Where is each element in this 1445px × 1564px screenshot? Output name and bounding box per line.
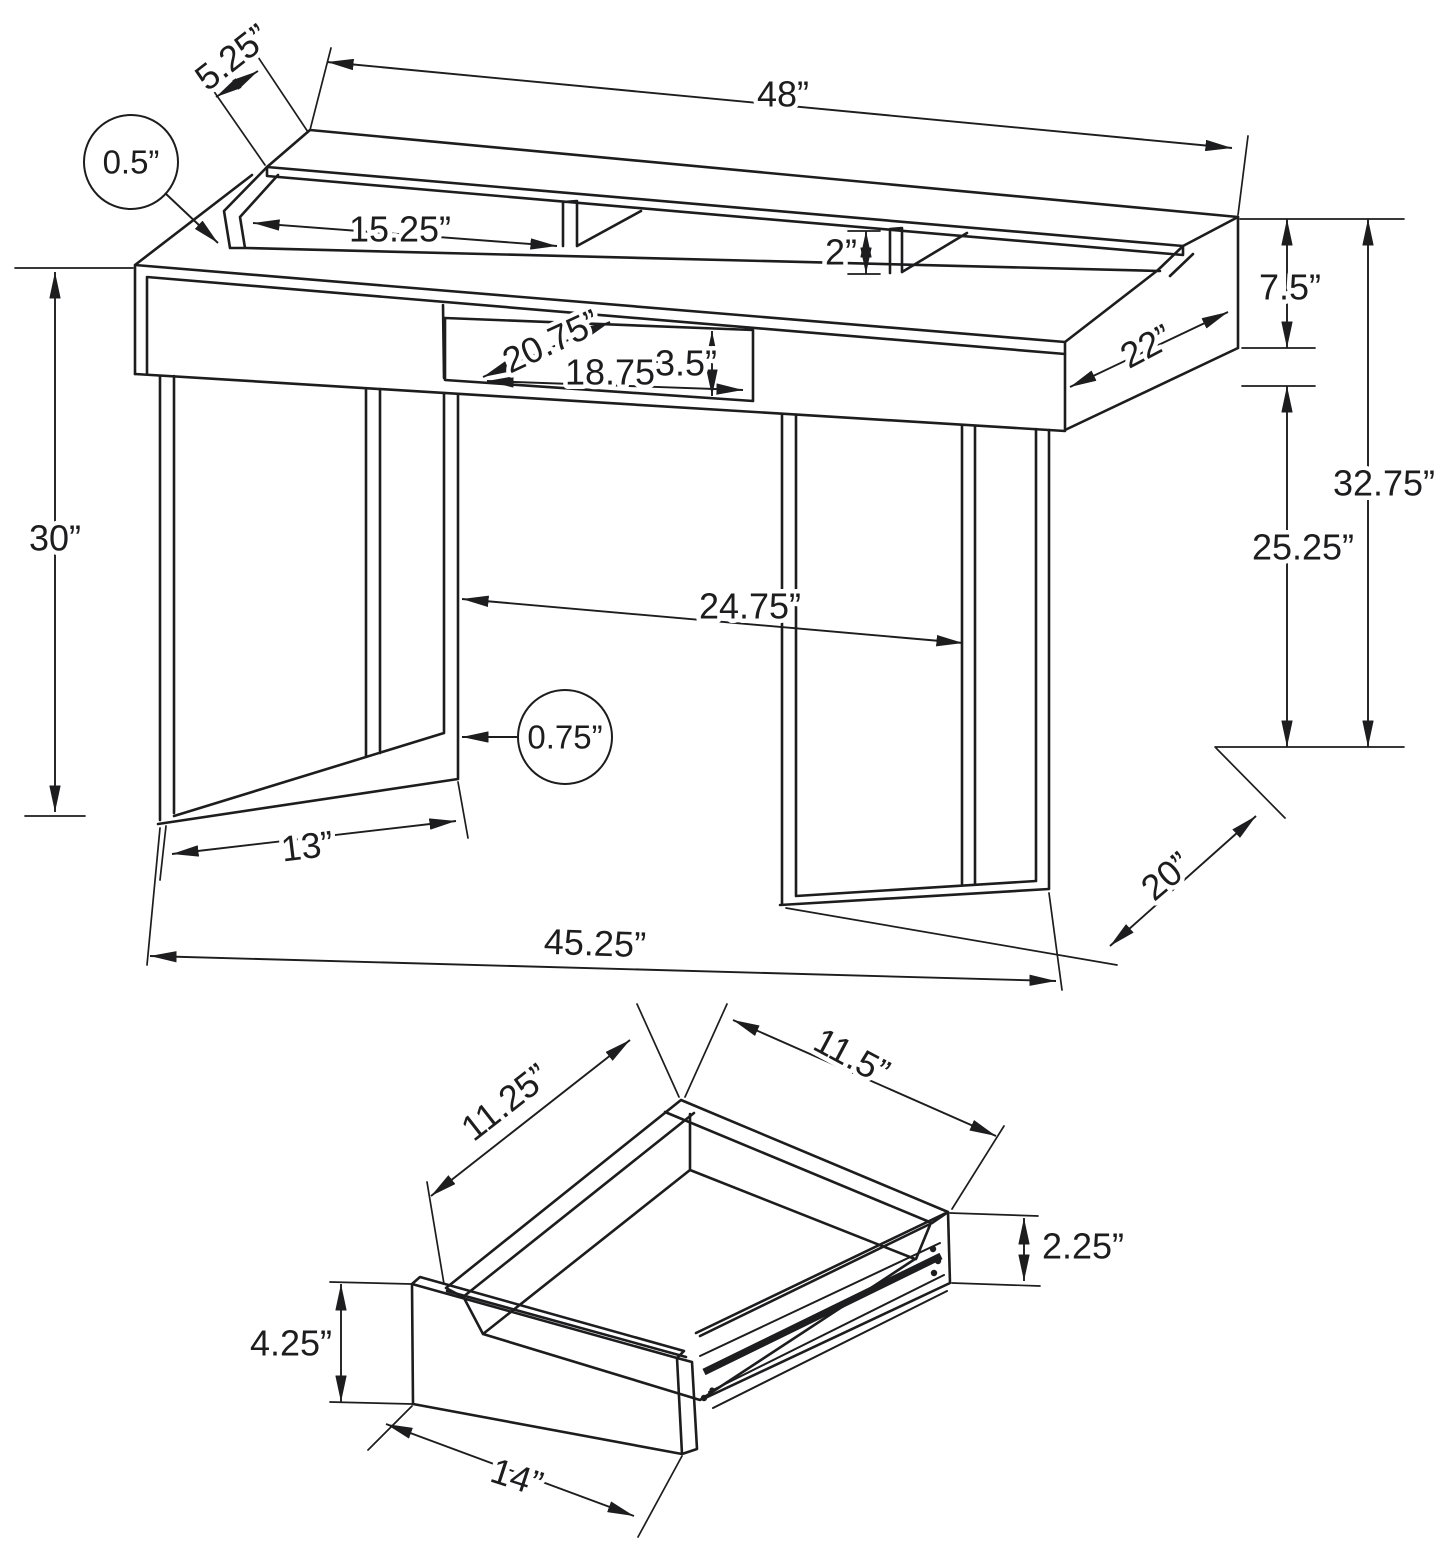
- rail-handle-slot: [807, 1303, 841, 1323]
- label-opening-width: 18.75”: [565, 352, 667, 393]
- dim-opening-width: [486, 376, 744, 395]
- dim-front-width: [385, 1423, 635, 1517]
- dim-leg-base-depth: [1109, 815, 1257, 947]
- desk-dimension-labels: 5.25” 0.5” 48” 15.25” 2” 7.5” 22” 32.75”…: [24, 11, 1439, 970]
- label-shelf-section-width: 15.25”: [349, 209, 451, 250]
- desk-structure: [133, 128, 1240, 907]
- dim-desk-depth: [1069, 311, 1229, 388]
- hutch-right-support: [1156, 244, 1195, 278]
- dim-hutch-depth: [215, 70, 259, 98]
- apron-and-drawer-fronts: [133, 215, 1240, 433]
- label-desk-depth: 22”: [1113, 316, 1178, 377]
- label-hutch-face-height: 7.5”: [1259, 267, 1321, 308]
- label-leg-span: 24.75”: [699, 586, 801, 627]
- callout-circle-shelf-thickness: [83, 114, 179, 210]
- label-leg-base-depth: 20”: [1133, 844, 1199, 909]
- label-interior-width: 11.25”: [453, 1055, 557, 1149]
- drawer-front-panel: [410, 1275, 699, 1456]
- drawer-view: 11.25” 11.5” 4.25” 2.25” 14”: [245, 1003, 1129, 1538]
- label-front-width: 14”: [486, 1449, 548, 1504]
- hutch-left-support: [222, 165, 280, 250]
- label-underside-clearance: 25.25”: [1252, 527, 1354, 568]
- dim-shelf-section: [252, 219, 558, 250]
- label-desktop-height: 30”: [29, 518, 81, 559]
- label-opening-height: 3.5”: [655, 343, 717, 384]
- desktop-surface: [133, 173, 1160, 376]
- label-shelf-thickness: 0.5”: [103, 144, 160, 181]
- callout-circle-leg-thickness: [517, 689, 613, 785]
- label-interior-depth: 11.5”: [807, 1019, 896, 1092]
- dim-interior-depth: [732, 1019, 997, 1137]
- rail-screw: [709, 1387, 715, 1393]
- label-front-height: 4.25”: [250, 1323, 332, 1364]
- desk-dimension-lines: [49, 58, 1374, 986]
- drawer-dimension-lines: [335, 1019, 1030, 1517]
- drawer-structure: [410, 1098, 952, 1456]
- label-base-width: 45.25”: [543, 921, 646, 966]
- dim-overall-width: [326, 58, 1233, 152]
- rail-screw: [929, 1245, 937, 1253]
- label-leg-foot-depth: 13”: [279, 822, 336, 869]
- dim-opening-diagonal: [482, 321, 611, 378]
- drawer-side-walls: [444, 1098, 952, 1401]
- label-side-height: 2.25”: [1042, 1226, 1124, 1267]
- label-overall-width: 48”: [757, 74, 809, 115]
- rail-screw: [700, 1394, 708, 1402]
- leader-shelf-thickness: [164, 192, 219, 244]
- rail-screw: [934, 1257, 942, 1265]
- drawer-interior-bottom: [462, 1112, 932, 1402]
- label-overall-height: 32.75”: [1333, 463, 1435, 504]
- rail-screw: [930, 1269, 938, 1277]
- dim-leg-span: [461, 595, 964, 647]
- dim-base-width: [149, 951, 1057, 986]
- drawer-slide-rail: [699, 1242, 948, 1409]
- desk-view: 5.25” 0.5” 48” 15.25” 2” 7.5” 22” 32.75”…: [14, 11, 1440, 991]
- right-sled-leg: [778, 412, 1051, 907]
- label-leg-tube-thickness: 0.75”: [527, 719, 602, 756]
- dim-leg-foot-depth: [171, 818, 457, 857]
- desk-extension-lines: [14, 47, 1405, 991]
- dim-interior-width: [430, 1039, 631, 1197]
- hutch-cubby-dividers: [561, 199, 969, 275]
- label-cubby-divider-height: 2”: [825, 232, 857, 273]
- left-sled-leg: [156, 374, 460, 826]
- desktop-back-edge: [244, 246, 1162, 273]
